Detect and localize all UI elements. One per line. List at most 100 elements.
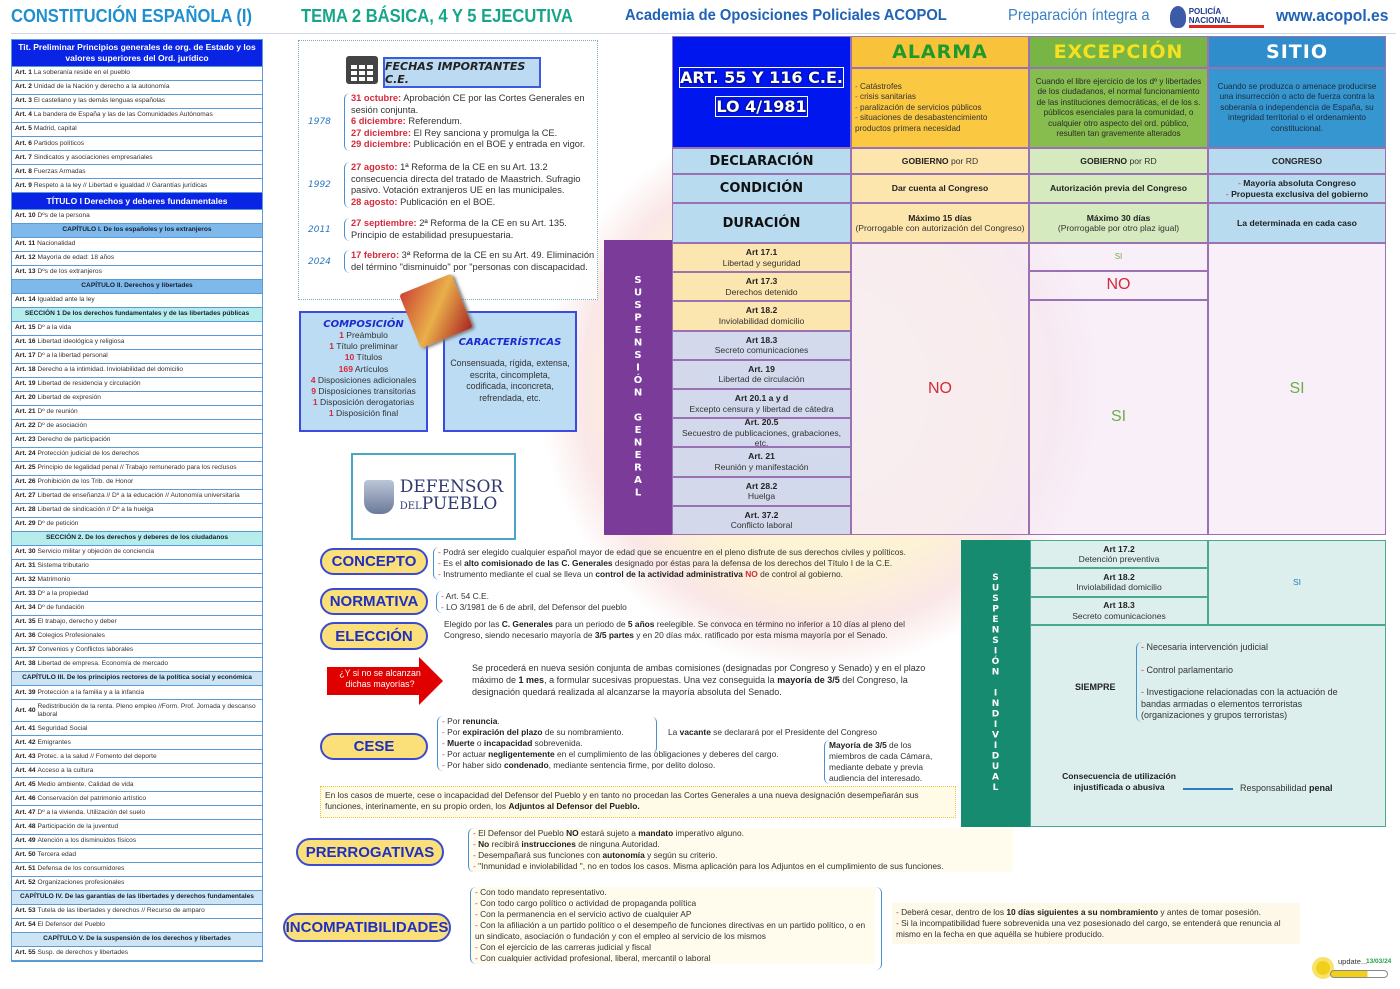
- calendar-cell: [367, 65, 373, 69]
- text-segment: -: [442, 716, 448, 726]
- article-number: Art. 42: [15, 738, 36, 746]
- article-title: Conservación del patrimonio artístico: [37, 794, 147, 802]
- composicion-title: COMPOSICIÓN: [323, 319, 404, 330]
- text-line: 4 Disposiciones adicionales: [301, 375, 426, 386]
- academy-name: Academia de Oposiciones Policiales ACOPO…: [625, 7, 947, 24]
- article-title: Matrimonio: [37, 576, 71, 584]
- article-desc: Inviolabilidad domicilio: [718, 315, 805, 326]
- text-segment: -: [442, 760, 448, 770]
- text-segment: de ninguna Autoridad.: [575, 839, 660, 849]
- text-segment: y según su criterio.: [644, 850, 718, 860]
- article-title: Libertad de empresa. Economía de mercado: [37, 660, 169, 668]
- text-line: - Si la incompatibilidad fuere sobreveni…: [896, 918, 1296, 940]
- text-line: 29 diciembre: Publicación en el BOE y en…: [351, 139, 598, 151]
- text-segment: -: [855, 102, 861, 112]
- caracteristicas-text: Consensuada, rígida, extensa, escrita, c…: [450, 358, 570, 403]
- text-line: Autorización previa del Congreso: [1050, 183, 1187, 194]
- article-number: Art. 52: [15, 878, 36, 886]
- article-title: Redistribución de la renta. Pleno empleo…: [37, 702, 256, 718]
- constitution-index: Tit. Preliminar Principios generales de …: [11, 39, 263, 962]
- text-segment: 1 mes: [518, 675, 545, 685]
- article-title: Participación de la juventud: [37, 822, 119, 830]
- text-segment: NO: [566, 828, 579, 838]
- text-segment: de control al gobierno.: [757, 569, 843, 579]
- website-link[interactable]: www.acopol.es: [1276, 6, 1389, 25]
- article-title: Dº de fundación: [37, 604, 85, 612]
- article-number: Art. 32: [15, 576, 36, 584]
- state-name: SITIO: [1266, 41, 1328, 63]
- text-segment: recibirá: [489, 839, 522, 849]
- calendar-cell: [359, 77, 365, 81]
- suspension-general-tab: SUSPENSIÓN GENERAL: [604, 240, 672, 535]
- text-segment: Responsabilidad: [1240, 783, 1310, 793]
- text-line: - Por renuncia.: [442, 716, 837, 727]
- policia-nacional-logo: POLICÍA NACIONAL: [1170, 4, 1264, 30]
- text-segment: Máximo 30 días: [1086, 212, 1151, 223]
- text-segment: 3ª Reforma de la CE en su Art. 49. Elimi…: [351, 250, 595, 272]
- article-title: Igualdad ante la ley: [37, 296, 95, 304]
- article-number: Art. 27: [15, 492, 36, 500]
- text-segment: -: [475, 898, 481, 908]
- article-title: Dºs de la persona: [37, 211, 90, 219]
- article-number: Art. 6: [15, 139, 32, 147]
- text-segment: -: [473, 850, 479, 860]
- text-line: - Art. 54 C.E.: [441, 591, 736, 602]
